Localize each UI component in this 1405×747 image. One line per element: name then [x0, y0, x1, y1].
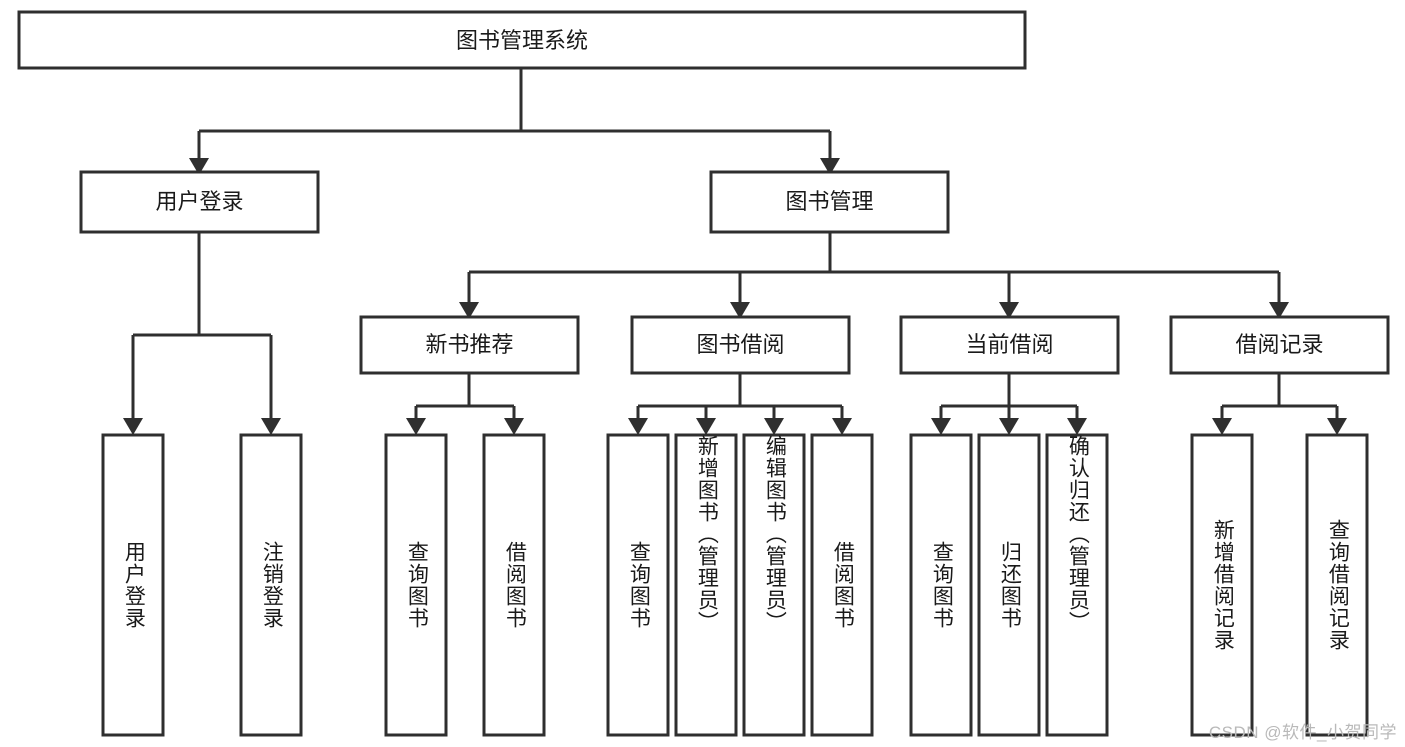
node-user-login-label: 用户登录: [155, 189, 243, 214]
node-leaf-query-book-1[interactable]: [384, 433, 448, 737]
node-leaf-logout-login[interactable]: [239, 433, 303, 737]
node-new-book-recommend[interactable]: 新书推荐: [359, 315, 580, 375]
node-leaf-confirm-return-admin[interactable]: [1045, 433, 1109, 737]
node-user-login[interactable]: 用户登录: [79, 170, 320, 234]
node-leaf-user-login[interactable]: [101, 433, 165, 737]
connector-current-borrow-to-leaves: [931, 373, 1087, 435]
connector-borrow-record-to-leaves: [1212, 373, 1347, 435]
connector-root-to-level2: [189, 68, 840, 175]
node-leaf-borrow-book-2[interactable]: [810, 433, 874, 737]
node-leaf-add-borrow-record[interactable]: [1190, 433, 1254, 737]
connector-book-borrow-to-leaves: [628, 373, 852, 435]
node-book-borrow[interactable]: 图书借阅: [630, 315, 851, 375]
node-leaf-add-book-admin[interactable]: [674, 433, 738, 737]
node-leaf-borrow-book-1[interactable]: [482, 433, 546, 737]
node-root-title[interactable]: 图书管理系统: [17, 10, 1027, 70]
node-leaf-query-book-2[interactable]: [606, 433, 670, 737]
node-current-borrow[interactable]: 当前借阅: [899, 315, 1120, 375]
node-root-title-label: 图书管理系统: [456, 28, 588, 53]
node-current-borrow-label: 当前借阅: [965, 332, 1053, 357]
node-leaf-edit-book-admin[interactable]: [742, 433, 806, 737]
node-book-borrow-label: 图书借阅: [696, 332, 784, 357]
connector-new-book-to-leaves: [406, 373, 524, 435]
node-leaf-query-book-3[interactable]: [909, 433, 973, 737]
node-new-book-recommend-label: 新书推荐: [425, 332, 513, 357]
connector-user-login-to-leaves: [123, 232, 281, 435]
node-leaf-query-borrow-record[interactable]: [1305, 433, 1369, 737]
node-borrow-record[interactable]: 借阅记录: [1169, 315, 1390, 375]
connector-book-management-to-level3: [459, 232, 1289, 319]
node-borrow-record-label: 借阅记录: [1235, 332, 1323, 357]
node-leaf-return-book[interactable]: [977, 433, 1041, 737]
watermark-text: CSDN @软件_小贺同学: [1208, 723, 1397, 742]
node-book-management[interactable]: 图书管理: [709, 170, 950, 234]
node-book-management-label: 图书管理: [785, 189, 873, 214]
